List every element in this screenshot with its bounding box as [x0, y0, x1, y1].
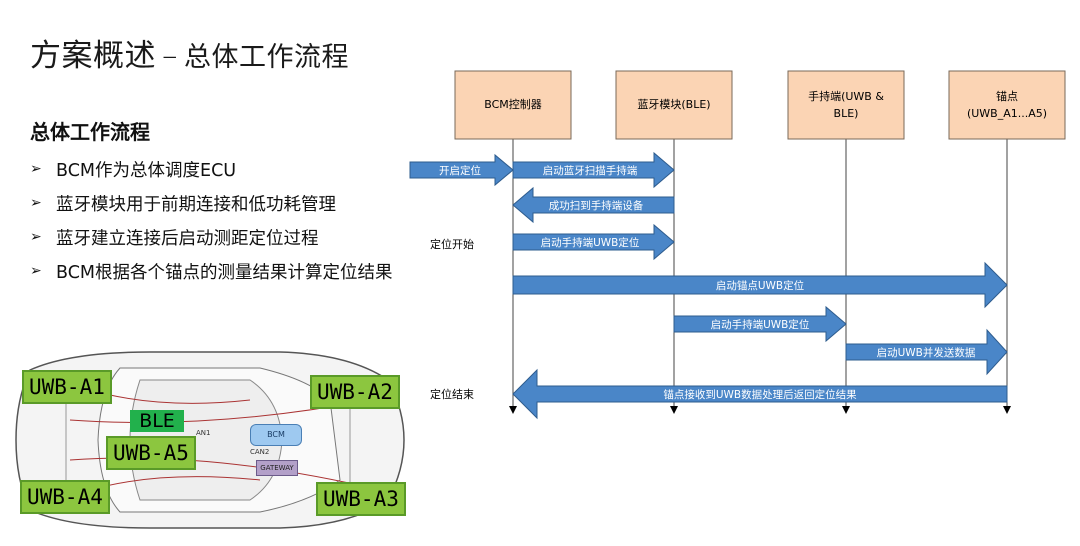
bullet-item: ➢ 蓝牙建立连接后启动测距定位过程	[30, 220, 393, 254]
bullet-text: 蓝牙建立连接后启动测距定位过程	[56, 228, 319, 249]
svg-text:锚点: 锚点	[996, 89, 1018, 103]
title-dash: –	[162, 38, 178, 74]
svg-text:锚点接收到UWB数据处理后返回定位结果: 锚点接收到UWB数据处理后返回定位结果	[663, 388, 857, 401]
svg-text:开启定位: 开启定位	[439, 164, 481, 177]
lifeline-end-icon	[1003, 406, 1011, 414]
anchor-a2-badge: UWB-A2	[310, 375, 400, 409]
message-arrow: 开启定位	[409, 153, 514, 187]
anchor-a3-badge: UWB-A3	[316, 482, 406, 516]
title-main: 方案概述	[30, 38, 156, 74]
bullet-item: ➢ BCM作为总体调度ECU	[30, 152, 393, 186]
message-arrow: 启动蓝牙扫描手持端	[512, 151, 675, 189]
svg-text:启动UWB并发送数据: 启动UWB并发送数据	[877, 346, 976, 359]
svg-text:(UWB_A1...A5): (UWB_A1...A5)	[967, 107, 1047, 120]
participant-bcm: BCM控制器	[454, 70, 572, 140]
lifeline-end-icon	[670, 406, 678, 414]
arrow-bullet-icon: ➢	[30, 195, 42, 211]
svg-text:BLE): BLE)	[834, 107, 859, 120]
message-arrow: 启动UWB并发送数据	[845, 328, 1008, 376]
car-diagram: UWB-A1 UWB-A2 UWB-A4 UWB-A3 BLE UWB-A5 A…	[10, 340, 410, 540]
svg-text:蓝牙模块(BLE): 蓝牙模块(BLE)	[637, 98, 710, 111]
arrow-bullet-icon: ➢	[30, 263, 42, 279]
lifeline-end-icon	[842, 406, 850, 414]
bullet-text: BCM作为总体调度ECU	[56, 160, 237, 181]
svg-text:启动手持端UWB定位: 启动手持端UWB定位	[711, 318, 810, 331]
section-heading: 总体工作流程	[30, 120, 150, 144]
can2-label: CAN2	[250, 448, 270, 456]
bullet-list: ➢ BCM作为总体调度ECU ➢ 蓝牙模块用于前期连接和低功耗管理 ➢ 蓝牙建立连接后…	[30, 152, 393, 288]
an1-label: AN1	[196, 429, 211, 437]
anchor-a4-badge: UWB-A4	[20, 480, 110, 514]
svg-text:手持端(UWB &: 手持端(UWB &	[808, 89, 884, 103]
anchor-a1-badge: UWB-A1	[22, 370, 112, 404]
message-arrow: 启动锚点UWB定位	[512, 261, 1008, 309]
message-arrow: 成功扫到手持端设备	[512, 186, 675, 224]
anchor-a5-badge: UWB-A5	[106, 436, 196, 470]
svg-text:BCM控制器: BCM控制器	[484, 97, 542, 111]
message-arrow: 启动手持端UWB定位	[673, 305, 847, 343]
message-arrow: 启动手持端UWB定位	[512, 223, 675, 261]
label-start: 定位开始	[430, 237, 474, 251]
svg-text:成功扫到手持端设备: 成功扫到手持端设备	[549, 199, 644, 212]
arrow-bullet-icon: ➢	[30, 161, 42, 177]
bcm-chip: BCM	[250, 424, 302, 446]
gateway-chip: GATEWAY	[256, 460, 298, 476]
bullet-item: ➢ 蓝牙模块用于前期连接和低功耗管理	[30, 186, 393, 220]
participant-anchor: 锚点 (UWB_A1...A5)	[948, 70, 1066, 140]
ble-badge: BLE	[130, 410, 184, 432]
svg-text:启动锚点UWB定位: 启动锚点UWB定位	[716, 279, 805, 292]
lifeline-end-icon	[509, 406, 517, 414]
svg-text:启动手持端UWB定位: 启动手持端UWB定位	[541, 236, 640, 249]
participant-ble: 蓝牙模块(BLE)	[615, 70, 733, 140]
bullet-text: BCM根据各个锚点的测量结果计算定位结果	[56, 262, 393, 283]
participant-handset: 手持端(UWB & BLE)	[787, 70, 905, 140]
svg-text:启动蓝牙扫描手持端: 启动蓝牙扫描手持端	[543, 164, 638, 177]
label-end: 定位结束	[430, 387, 474, 401]
title-subtitle: 总体工作流程	[184, 42, 349, 73]
page-title: 方案概述–总体工作流程	[30, 30, 349, 75]
arrow-bullet-icon: ➢	[30, 229, 42, 245]
message-arrow: 锚点接收到UWB数据处理后返回定位结果	[512, 368, 1008, 420]
bullet-text: 蓝牙模块用于前期连接和低功耗管理	[56, 194, 336, 215]
bullet-item: ➢ BCM根据各个锚点的测量结果计算定位结果	[30, 254, 393, 288]
car-outline-icon	[15, 351, 405, 529]
